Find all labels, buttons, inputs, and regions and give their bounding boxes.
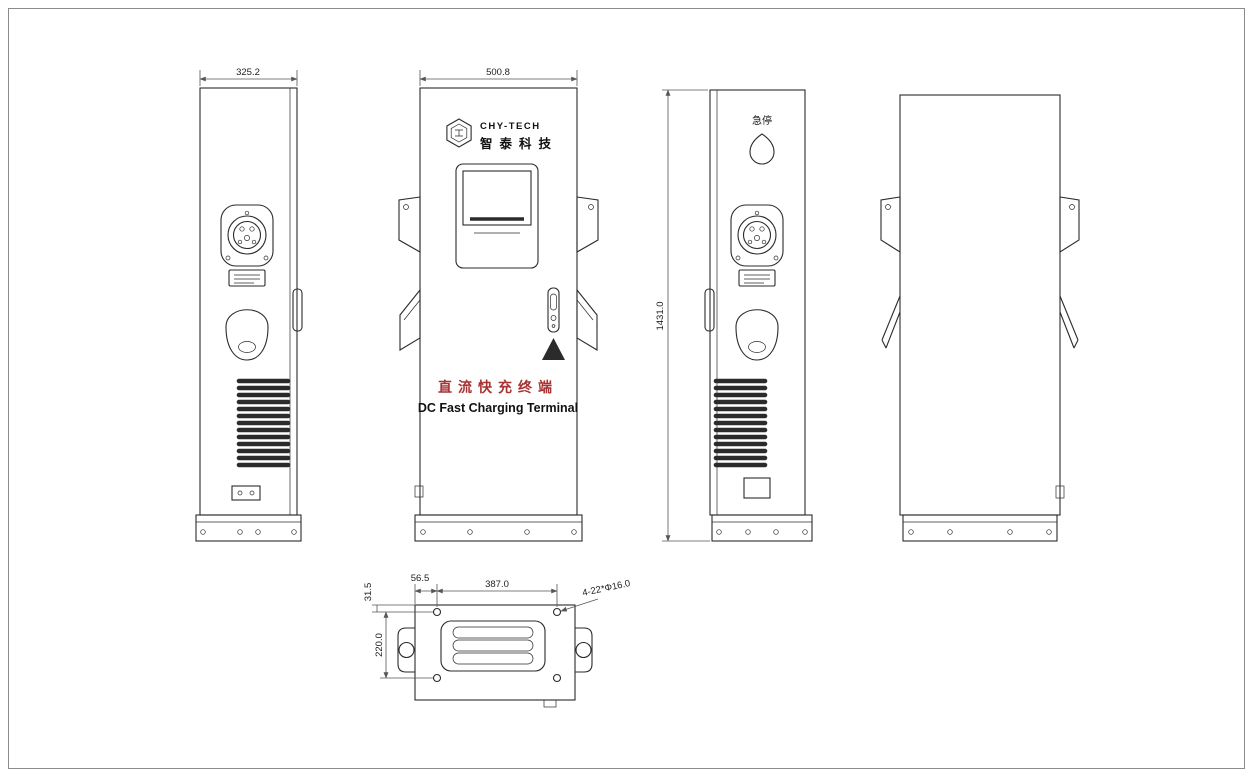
emergency-stop-button	[749, 133, 775, 165]
product-title-cn: 直流快充终端	[438, 379, 558, 395]
door-stop-front	[414, 485, 424, 498]
access-panel-right	[743, 477, 771, 499]
vent-louvers-left	[239, 381, 288, 465]
door-stop-back	[1055, 485, 1065, 499]
base-wing-left	[397, 627, 415, 673]
side-holster-edge-right	[576, 288, 598, 351]
label-plate-left	[228, 269, 266, 287]
base-bottom-view: 387.0 56.5 31.5 220.0 4-22*Φ16.0	[363, 573, 631, 708]
warning-triangle-icon	[542, 338, 565, 360]
side-view-left: 325.2	[195, 67, 303, 542]
dim-base-hole-span: 387.0	[485, 579, 509, 590]
dim-base-depth-group: 220.0	[374, 611, 433, 679]
product-title-en: DC Fast Charging Terminal	[418, 401, 578, 415]
dim-overall-height: 1431.0	[655, 301, 666, 330]
base-bottom-tab	[543, 699, 557, 708]
side-holster-edge-back-left	[881, 295, 901, 349]
dim-base-edge-group: 31.5	[363, 583, 433, 613]
brand-name: CHY-TECH	[480, 121, 541, 132]
bottom-plate-left	[231, 485, 261, 501]
dim-base-hole-offset: 56.5	[411, 573, 430, 584]
side-socket-edge-right	[576, 196, 599, 253]
gun-holster-right	[735, 309, 779, 361]
door-handle-left	[292, 288, 303, 332]
gun-holster-left	[225, 309, 269, 361]
cabinet-front-outline	[419, 87, 578, 516]
dim-side-width: 325.2	[236, 67, 260, 78]
display-screen	[455, 163, 539, 269]
side-view-right: 1431.0 急停	[655, 89, 813, 542]
dim-mounting-holes: 4-22*Φ16.0	[581, 578, 631, 599]
dim-front-width-group: 500.8	[419, 67, 578, 86]
base-back	[902, 514, 1058, 542]
side-socket-edge-back-left	[880, 196, 901, 253]
base-front	[414, 514, 583, 542]
base-left	[195, 514, 302, 542]
dim-height-group: 1431.0	[655, 89, 710, 542]
charging-socket-right	[730, 204, 784, 267]
dim-base-hole-edge: 31.5	[363, 583, 374, 602]
gun-dock-slot	[547, 287, 560, 333]
side-socket-edge-back-right	[1059, 196, 1080, 253]
vent-louvers-right	[716, 381, 765, 465]
back-view	[880, 94, 1080, 542]
door-handle-right	[704, 288, 715, 332]
base-plate-outline	[414, 604, 576, 701]
cabinet-back-outline	[899, 94, 1061, 516]
side-socket-edge-left	[398, 196, 421, 253]
dim-mounting-holes-group: 4-22*Φ16.0	[560, 578, 631, 612]
base-cable-opening	[440, 620, 546, 672]
page-border	[8, 8, 1245, 769]
base-right	[711, 514, 813, 542]
side-holster-edge-left	[399, 288, 421, 351]
label-plate-right	[738, 269, 776, 287]
mounting-holes	[432, 607, 562, 683]
dim-base-hole-depth: 220.0	[374, 633, 385, 657]
side-holster-edge-back-right	[1059, 295, 1079, 349]
front-view: 500.8 CHY-TECH 智泰科技	[398, 67, 599, 542]
dim-base-span-group: 387.0 56.5	[411, 573, 558, 607]
base-wing-right	[575, 627, 593, 673]
charging-socket-left	[220, 204, 274, 267]
emergency-stop-label: 急停	[752, 114, 772, 127]
dim-side-width-group: 325.2	[199, 67, 298, 86]
brand-logo-icon	[446, 118, 472, 148]
dim-front-width: 500.8	[486, 67, 510, 78]
brand-name-cn: 智泰科技	[479, 136, 558, 151]
